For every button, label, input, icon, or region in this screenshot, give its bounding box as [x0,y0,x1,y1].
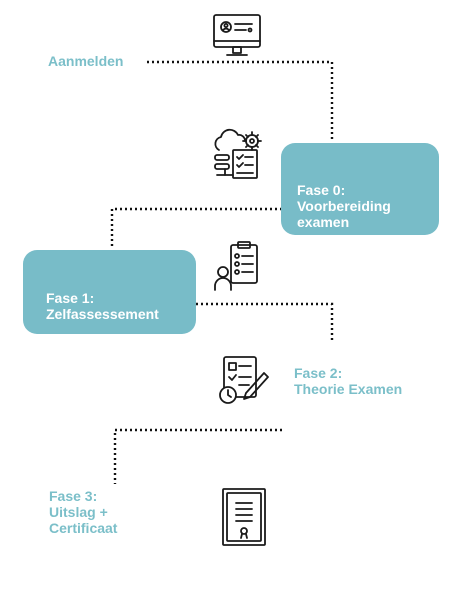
connector-fase2-fase3 [113,428,282,484]
exam-checklist-clock-icon [216,355,270,405]
certificate-icon [221,487,267,547]
step-label-fase2: Fase 2: Theorie Examen [294,365,403,397]
step-box-fase0: Fase 0: Voorbereiding examen [281,143,439,235]
step-label-fase1: Fase 1: Zelfassessement [46,290,159,322]
connector-aanmelden-fase0 [147,60,334,140]
step-label-fase3: Fase 3: Uitslag + Certificaat [49,488,118,536]
step-label-fase0: Fase 0: Voorbereiding examen [297,182,391,230]
connector-fase0-fase1 [110,207,282,248]
cloud-gear-document-icon [211,128,265,182]
step-box-fase1: Fase 1: Zelfassessement [23,250,196,334]
person-clipboard-icon [213,240,263,292]
computer-monitor-icon [212,13,262,59]
step-label-aanmelden: Aanmelden [48,53,124,69]
connector-fase1-fase2 [196,302,334,342]
